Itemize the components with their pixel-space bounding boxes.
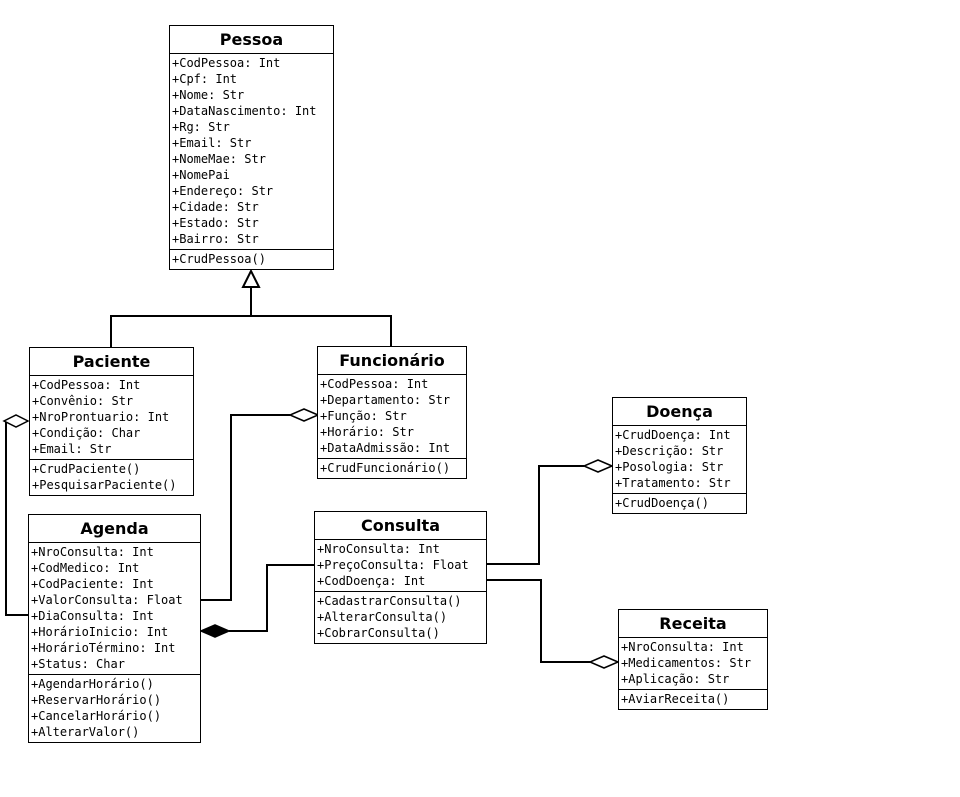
attributes-section: +CrudDoença: Int +Descrição: Str +Posologi… <box>613 426 746 493</box>
pessoa-attribute: +Nome: Str <box>172 88 245 102</box>
aggregation-diamond-doenca <box>582 459 614 473</box>
consulta-attribute: +CodDoença: Int <box>317 574 426 588</box>
class-agenda[interactable]: Agenda +NroConsulta: Int+CodMedico: Int+… <box>28 514 201 743</box>
pessoa-method: +CrudPessoa() <box>172 252 266 266</box>
doenca-method: +CrudDoença() <box>615 496 709 510</box>
attributes-section: +NroConsulta: Int +Medicamentos: Str +Apli… <box>619 638 767 689</box>
receita-attribute: +NroConsulta: Int <box>621 640 744 654</box>
generalization-paciente-line <box>110 315 392 347</box>
funcionario-attribute: +Departamento: Str <box>320 393 451 407</box>
agenda-attribute: +ValorConsulta: Float <box>31 593 183 607</box>
paciente-attribute: +NroProntuario: Int <box>32 410 170 424</box>
agenda-method: +CancelarHorário() <box>31 709 162 723</box>
consulta-receita-association <box>487 579 590 663</box>
paciente-attribute: +Email: Str <box>32 442 112 456</box>
agenda-attribute: +Status: Char <box>31 657 125 671</box>
class-consulta[interactable]: Consulta +NroConsulta: Int +PreçoConsulta… <box>314 511 487 644</box>
class-name: Doença <box>613 398 746 426</box>
doenca-attribute: +Posologia: Str <box>615 460 724 474</box>
agenda-method: +ReservarHorário() <box>31 693 162 707</box>
agenda-attribute: +CodPaciente: Int <box>31 577 154 591</box>
agenda-method: +AlterarValor() <box>31 725 140 739</box>
agenda-attribute: +NroConsulta: Int <box>31 545 154 559</box>
attributes-section: +NroConsulta: Int +PreçoConsulta: Float +C… <box>315 540 486 591</box>
pessoa-attribute: +Estado: Str <box>172 216 259 230</box>
composition-diamond-agenda <box>199 624 231 638</box>
pessoa-attribute: +NomeMae: Str <box>172 152 266 166</box>
methods-section: +AgendarHorário() +ReservarHorário() +Canc… <box>29 674 200 742</box>
funcionario-attribute: +DataAdmissão: Int <box>320 441 451 455</box>
agenda-method: +AgendarHorário() <box>31 677 154 691</box>
doenca-attribute: +CrudDoença: Int <box>615 428 731 442</box>
funcionario-attribute: +Função: Str <box>320 409 407 423</box>
agenda-attribute: +HorárioTérmino: Int <box>31 641 176 655</box>
paciente-agenda-association <box>5 420 28 616</box>
class-name: Agenda <box>29 515 200 543</box>
consulta-method: +CadastrarConsulta() <box>317 594 462 608</box>
aggregation-diamond-paciente <box>2 414 30 428</box>
pessoa-attribute: +Endereço: Str <box>172 184 274 198</box>
class-paciente[interactable]: Paciente +CodPessoa: Int +Convênio: Str +N… <box>29 347 194 496</box>
attributes-section: +CodPessoa: Int +Departamento: Str +Função… <box>318 375 466 458</box>
agenda-funcionario-association <box>201 414 290 601</box>
funcionario-method: +CrudFuncionário() <box>320 461 451 475</box>
pessoa-attribute: +CodPessoa: Int <box>172 56 281 70</box>
aggregation-diamond-receita <box>588 655 620 669</box>
methods-section: +CrudDoença() <box>613 493 746 513</box>
doenca-attribute: +Tratamento: Str <box>615 476 731 490</box>
pessoa-attribute: +Cidade: Str <box>172 200 259 214</box>
consulta-doenca-association <box>487 465 584 565</box>
pessoa-attribute: +Email: Str <box>172 136 252 150</box>
methods-section: +CrudPaciente() +PesquisarPaciente() <box>30 459 193 495</box>
consulta-method: +AlterarConsulta() <box>317 610 448 624</box>
pessoa-attribute: +Bairro: Str <box>172 232 259 246</box>
methods-section: +AviarReceita() <box>619 689 767 709</box>
attributes-section: +CodPessoa: Int +Convênio: Str +NroProntua… <box>30 376 193 459</box>
methods-section: +CadastrarConsulta() +AlterarConsulta() +C… <box>315 591 486 643</box>
attributes-section: +CodPessoa: Int +Cpf: Int +Nome: Str +DataN… <box>170 54 333 249</box>
agenda-consulta-association <box>229 564 314 632</box>
funcionario-attribute: +CodPessoa: Int <box>320 377 429 391</box>
class-name: Paciente <box>30 348 193 376</box>
class-name: Receita <box>619 610 767 638</box>
pessoa-attribute: +Cpf: Int <box>172 72 238 86</box>
consulta-attribute: +PreçoConsulta: Float <box>317 558 469 572</box>
methods-section: +CrudFuncionário() <box>318 458 466 478</box>
methods-section: +CrudPessoa() <box>170 249 333 269</box>
class-name: Funcionário <box>318 347 466 375</box>
receita-attribute: +Aplicação: Str <box>621 672 730 686</box>
receita-method: +AviarReceita() <box>621 692 730 706</box>
class-name: Pessoa <box>170 26 333 54</box>
paciente-method: +CrudPaciente() <box>32 462 141 476</box>
agenda-attribute: +DiaConsulta: Int <box>31 609 154 623</box>
paciente-attribute: +Convênio: Str <box>32 394 134 408</box>
attributes-section: +NroConsulta: Int +CodMedico: Int +CodPaci… <box>29 543 200 674</box>
paciente-method: +PesquisarPaciente() <box>32 478 177 492</box>
doenca-attribute: +Descrição: Str <box>615 444 724 458</box>
paciente-attribute: +CodPessoa: Int <box>32 378 141 392</box>
class-funcionario[interactable]: Funcionário +CodPessoa: Int +Departamento… <box>317 346 467 479</box>
pessoa-attribute: +Rg: Str <box>172 120 230 134</box>
class-name: Consulta <box>315 512 486 540</box>
consulta-attribute: +NroConsulta: Int <box>317 542 440 556</box>
agenda-attribute: +CodMedico: Int <box>31 561 140 575</box>
consulta-method: +CobrarConsulta() <box>317 626 440 640</box>
agenda-attribute: +HorárioInicio: Int <box>31 625 169 639</box>
class-receita[interactable]: Receita +NroConsulta: Int +Medicamentos: … <box>618 609 768 710</box>
aggregation-diamond-funcionario <box>288 408 320 422</box>
class-doenca[interactable]: Doença +CrudDoença: Int +Descrição: Str +P… <box>612 397 747 514</box>
pessoa-attribute: +DataNascimento: Int <box>172 104 317 118</box>
generalization-arrowhead <box>241 268 261 288</box>
pessoa-attribute: +NomePai <box>172 168 230 182</box>
receita-attribute: +Medicamentos: Str <box>621 656 752 670</box>
class-pessoa[interactable]: Pessoa +CodPessoa: Int +Cpf: Int +Nome: St… <box>169 25 334 270</box>
funcionario-attribute: +Horário: Str <box>320 425 414 439</box>
paciente-attribute: +Condição: Char <box>32 426 141 440</box>
